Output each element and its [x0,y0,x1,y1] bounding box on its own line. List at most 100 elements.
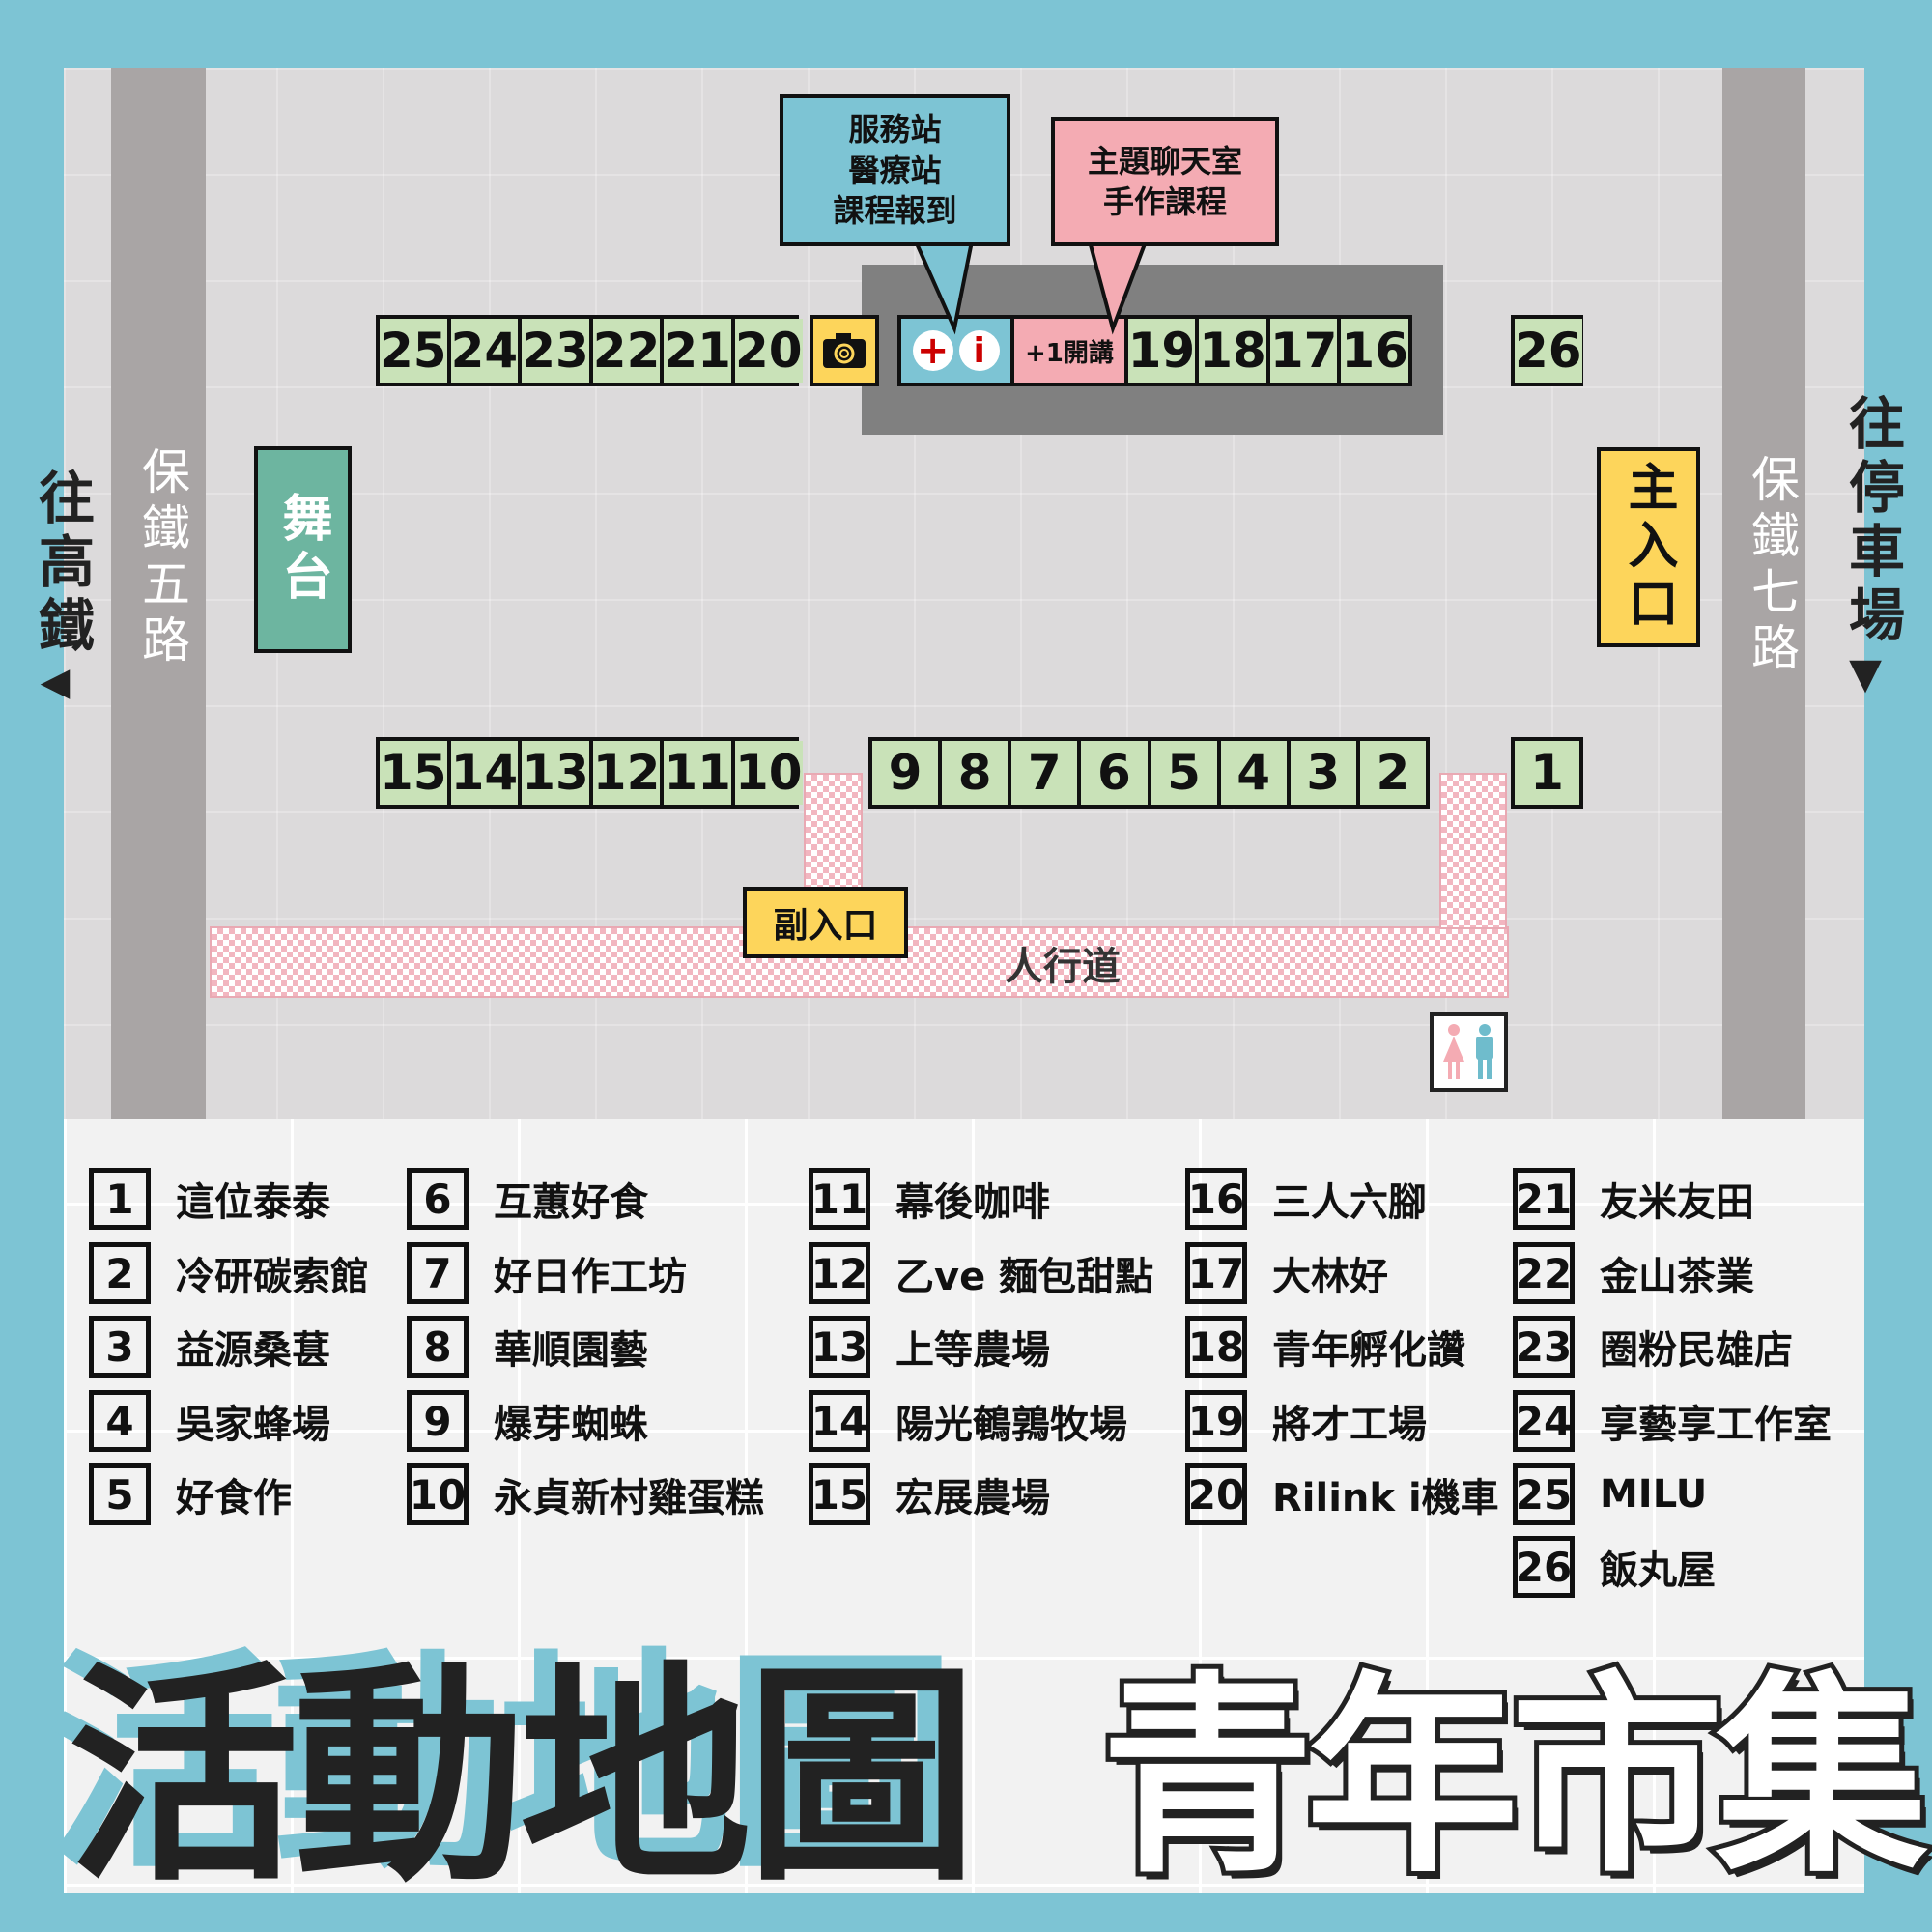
stage: 舞台 [254,446,352,653]
legend-name: 大林好 [1272,1255,1388,1299]
arrow-down-icon: ▼ [1849,649,1882,698]
legend-name: 將才工場 [1272,1403,1427,1447]
medical-cross-icon: + [912,328,953,373]
legend-number: 4 [89,1390,151,1452]
legend-name: 好食作 [176,1476,292,1520]
stall: 10 [734,741,803,805]
legend-name: 飯丸屋 [1600,1548,1716,1593]
legend-number: 22 [1513,1242,1575,1304]
legend-name: 上等農場 [895,1328,1050,1373]
stall: 13 [522,741,589,805]
legend-number: 26 [1513,1536,1575,1598]
legend-name: MILU [1600,1472,1708,1517]
legend-number: 1 [89,1168,151,1230]
legend-name: 冷研碳索館 [176,1255,369,1299]
legend-name: 金山茶業 [1600,1255,1754,1299]
legend-number: 3 [89,1316,151,1378]
road-label-right: 保鐵七路 [1744,454,1800,678]
legend-number: 24 [1513,1390,1575,1452]
legend-item: 16 三人六腳 [1185,1168,1427,1230]
camera-icon [823,333,866,368]
stall: 6 [1081,741,1148,805]
legend-name: 吳家蜂場 [176,1403,330,1447]
road-right [1722,68,1805,1119]
stall: 2 [1359,741,1426,805]
stall: 26 [1515,319,1582,383]
legend-number: 23 [1513,1316,1575,1378]
stall: 19 [1127,319,1196,383]
side-entrance: 副入口 [743,887,908,958]
direction-parking: 往停車場 ▼ [1832,394,1905,698]
legend-item: 13 上等農場 [809,1316,1050,1378]
legend-name: 華順園藝 [494,1328,648,1373]
road-label-left: 保鐵五路 [134,446,190,670]
legend-number: 10 [407,1463,469,1525]
legend-number: 13 [809,1316,870,1378]
legend-name: 互蕙好食 [494,1180,648,1225]
photo-spot [810,315,879,386]
legend-number: 16 [1185,1168,1247,1230]
legend-item: 3 益源桑葚 [89,1316,330,1378]
legend-name: 友米友田 [1600,1180,1754,1225]
stall: 18 [1199,319,1266,383]
stall: 22 [592,319,661,383]
walkway-branch-right [1439,773,1507,929]
legend-name: 圈粉民雄店 [1600,1328,1793,1373]
callout-topic: 主題聊天室 手作課程 [1051,117,1279,246]
legend-number: 5 [89,1463,151,1525]
legend-number: 19 [1185,1390,1247,1452]
stall: 24 [450,319,519,383]
main-entrance: 主入口 [1597,447,1700,647]
legend-name: 陽光鵪鶉牧場 [895,1403,1127,1447]
restroom [1430,1012,1508,1092]
legend-item: 23 圈粉民雄店 [1513,1316,1793,1378]
legend-name: 宏展農場 [895,1476,1050,1520]
title-market: 青年市集 [1096,1654,1932,1901]
legend-number: 20 [1185,1463,1247,1525]
legend-item: 17 大林好 [1185,1242,1388,1304]
stall: 12 [592,741,661,805]
stall: 9 [872,741,939,805]
legend-name: 永貞新村雞蛋糕 [494,1476,764,1520]
legend-number: 14 [809,1390,870,1452]
stall: 4 [1220,741,1287,805]
stall: 20 [734,319,803,383]
stall: 16 [1341,319,1408,383]
legend-name: 好日作工坊 [494,1255,687,1299]
stall: 11 [664,741,731,805]
stall: 21 [664,319,731,383]
stall: 5 [1151,741,1217,805]
title-map: 活動地圖 [68,1642,978,1913]
walkway [210,926,1509,998]
male-icon [1475,1024,1493,1079]
legend-item: 24 享藝享工作室 [1513,1390,1832,1452]
legend-name: 青年孵化讚 [1272,1328,1465,1373]
legend-name: 享藝享工作室 [1600,1403,1832,1447]
walkway-label: 人行道 [1005,945,1121,989]
legend-name: 三人六腳 [1272,1180,1427,1225]
legend-name: 益源桑葚 [176,1328,330,1373]
road-left [111,68,206,1119]
legend-number: 17 [1185,1242,1247,1304]
legend-number: 15 [809,1463,870,1525]
stall: 1 [1515,741,1579,805]
stall-26: 26 [1511,315,1583,386]
stall: 15 [380,741,447,805]
stall: 14 [450,741,519,805]
legend-number: 12 [809,1242,870,1304]
legend-item: 26 飯丸屋 [1513,1536,1716,1598]
direction-hsr: 往高鐵 ◀ [21,469,95,704]
